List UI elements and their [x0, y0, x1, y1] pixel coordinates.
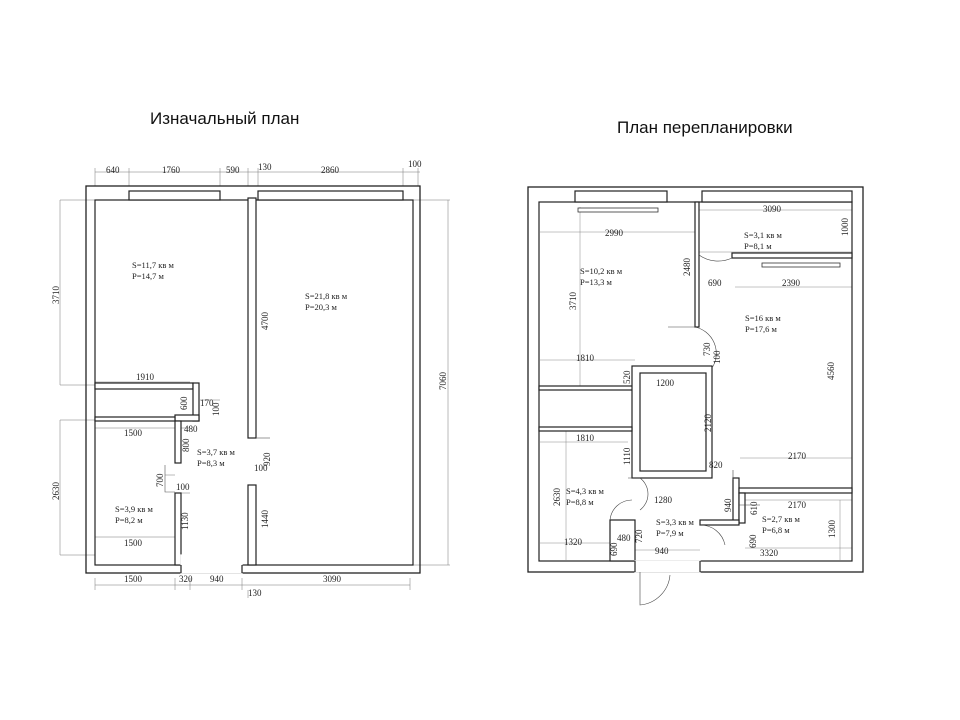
room-1-perimeter: P=13,3 м — [580, 277, 613, 287]
room-3-area: S=3,7 кв м — [197, 447, 236, 457]
dim-2860: 2860 — [321, 165, 340, 175]
dim-730: 730 — [702, 342, 712, 356]
dim-1320: 1320 — [564, 537, 583, 547]
redesign-dimension-lines — [540, 207, 852, 560]
dim-1110: 1110 — [622, 447, 632, 465]
dim-1500-b: 1500 — [124, 538, 143, 548]
dim-820: 820 — [709, 460, 723, 470]
dim-3090-bottom: 3090 — [323, 574, 342, 584]
dim-130-top: 130 — [258, 162, 272, 172]
dim-480: 480 — [617, 533, 631, 543]
dim-1200: 1200 — [656, 378, 675, 388]
dim-100-b: 100 — [176, 482, 190, 492]
original-room-labels: S=11,7 кв м P=14,7 м S=21,8 кв м P=20,3 … — [115, 260, 348, 525]
dim-600: 600 — [179, 396, 189, 410]
dim-1440: 1440 — [260, 510, 270, 529]
redesign-dimension-labels: 3090 1000 2990 2480 3710 690 2390 730 10… — [552, 204, 850, 558]
dim-3320: 3320 — [760, 548, 779, 558]
dim-1810-b: 1810 — [576, 433, 595, 443]
dim-1300: 1300 — [827, 520, 837, 539]
original-walls — [85, 185, 421, 574]
dim-800: 800 — [181, 438, 191, 452]
dim-2480: 2480 — [682, 258, 692, 277]
dim-690-a: 690 — [708, 278, 722, 288]
dim-170: 170 — [200, 398, 214, 408]
dim-3710: 3710 — [568, 292, 578, 311]
original-dimension-labels: 640 1760 590 130 2860 100 3710 2630 7060… — [51, 159, 448, 598]
room-3-perimeter: P=8,3 м — [197, 458, 225, 468]
dim-2170-a: 2170 — [788, 451, 807, 461]
dim-3090: 3090 — [763, 204, 782, 214]
room-5-area: S=3,3 кв м — [656, 517, 695, 527]
dim-1500-bottom: 1500 — [124, 574, 143, 584]
room-4-perimeter: P=8,2 м — [115, 515, 143, 525]
room-2-perimeter: P=8,1 м — [744, 241, 772, 251]
original-plan: 640 1760 590 130 2860 100 3710 2630 7060… — [51, 159, 450, 598]
room-1-area: S=11,7 кв м — [132, 260, 174, 270]
dim-690-b: 690 — [609, 542, 619, 556]
dim-100-a: 100 — [211, 402, 221, 416]
room-2-perimeter: P=20,3 м — [305, 302, 338, 312]
dim-2630: 2630 — [552, 488, 562, 507]
redesign-plan: 3090 1000 2990 2480 3710 690 2390 730 10… — [527, 186, 864, 606]
dim-720: 720 — [634, 529, 644, 543]
dim-130-bottom: 130 — [248, 588, 262, 598]
dim-1500-a: 1500 — [124, 428, 143, 438]
dim-2390: 2390 — [782, 278, 801, 288]
dim-940-bottom: 940 — [210, 574, 224, 584]
dim-2990: 2990 — [605, 228, 624, 238]
redesign-walls — [527, 186, 864, 573]
redesign-room-labels: S=10,2 кв м P=13,3 м S=3,1 кв м P=8,1 м … — [566, 230, 801, 538]
original-door-swings — [164, 437, 270, 493]
room-6-perimeter: P=6,8 м — [762, 525, 790, 535]
dim-520: 520 — [622, 370, 632, 384]
room-2-area: S=21,8 кв м — [305, 291, 348, 301]
dim-320-bottom: 320 — [179, 574, 193, 584]
dim-100: 100 — [712, 350, 722, 364]
room-6-area: S=2,7 кв м — [762, 514, 801, 524]
dim-2120: 2120 — [703, 414, 713, 433]
room-1-perimeter: P=14,7 м — [132, 271, 165, 281]
dim-640: 640 — [106, 165, 120, 175]
dim-1000: 1000 — [840, 218, 850, 237]
dim-4560: 4560 — [826, 362, 836, 381]
redesign-window-markers — [577, 207, 841, 268]
dim-4700: 4700 — [260, 312, 270, 331]
dim-1810-a: 1810 — [576, 353, 595, 363]
room-5-perimeter: P=7,9 м — [656, 528, 684, 538]
redesign-entrance-opening — [634, 561, 701, 572]
room-3-area: S=16 кв м — [745, 313, 781, 323]
room-3-perimeter: P=17,6 м — [745, 324, 778, 334]
dim-2630-left: 2630 — [51, 482, 61, 501]
dim-480: 480 — [184, 424, 198, 434]
dim-100-top: 100 — [408, 159, 422, 169]
original-dimension-lines — [59, 168, 450, 598]
original-plan-title: Изначальный план — [150, 109, 300, 128]
dim-100-c: 100 — [254, 463, 268, 473]
room-1-area: S=10,2 кв м — [580, 266, 623, 276]
redesign-plan-title: План перепланировки — [617, 118, 793, 137]
dim-590: 590 — [226, 165, 240, 175]
dim-7060-right: 7060 — [438, 372, 448, 391]
dim-3710-left: 3710 — [51, 286, 61, 305]
dim-610: 610 — [749, 501, 759, 515]
dim-940-a: 940 — [723, 498, 733, 512]
room-2-area: S=3,1 кв м — [744, 230, 783, 240]
dim-920: 920 — [262, 452, 272, 466]
dim-700: 700 — [155, 473, 165, 487]
dim-1760: 1760 — [162, 165, 181, 175]
dim-2170-b: 2170 — [788, 500, 807, 510]
redesign-door-swings — [609, 254, 760, 606]
room-4-area: S=3,9 кв м — [115, 504, 154, 514]
dim-690-c: 690 — [748, 534, 758, 548]
original-entrance-opening — [180, 565, 243, 573]
dim-1280: 1280 — [654, 495, 673, 505]
dim-940-b: 940 — [655, 546, 669, 556]
room-4-area: S=4,3 кв м — [566, 486, 605, 496]
dim-1910: 1910 — [136, 372, 155, 382]
dim-1130: 1130 — [180, 512, 190, 530]
room-4-perimeter: P=8,8 м — [566, 497, 594, 507]
